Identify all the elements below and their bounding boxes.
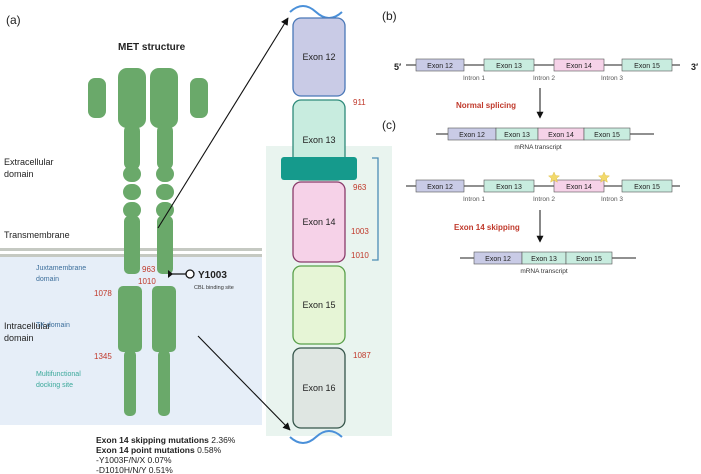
b-exon-15-label: Exon 15 xyxy=(634,63,660,70)
b-exon-12-label: Exon 12 xyxy=(427,63,453,70)
exon-12-box xyxy=(292,17,346,97)
c-mrna-exon-13-label: Exon 13 xyxy=(531,256,557,263)
exon-12-label: Exon 12 xyxy=(302,52,335,62)
mutation-star-icon xyxy=(547,171,561,183)
y1003-site-circle xyxy=(185,269,195,279)
y1003-pointer-head xyxy=(168,270,173,278)
tk-domain-label: TK domain xyxy=(36,322,70,329)
svg-text:Intracellular: Intracellular xyxy=(4,321,51,331)
met-receptor xyxy=(88,68,208,416)
b-exon-13-label: Exon 13 xyxy=(496,63,522,70)
b-mrna-exon-15-label: Exon 15 xyxy=(594,132,620,139)
panel-a-label: (a) xyxy=(6,13,21,27)
residue-1345: 1345 xyxy=(94,352,112,361)
docking-site-label: Multifunctional docking site xyxy=(36,371,81,389)
y1003-label: Y1003 xyxy=(198,270,227,281)
bottom-wave xyxy=(289,430,343,444)
svg-text:Intron 3: Intron 3 xyxy=(601,75,623,82)
exon-13-label: Exon 13 xyxy=(302,135,335,145)
c-exon-15-label: Exon 15 xyxy=(634,184,660,191)
b-intron-labels: Intron 1 Intron 2 Intron 3 xyxy=(463,75,623,82)
svg-text:domain: domain xyxy=(36,276,59,283)
normal-splicing-label: Normal splicing xyxy=(456,101,516,110)
transmembrane-band xyxy=(281,157,357,180)
number-1003: 1003 xyxy=(351,227,369,236)
mutation-line-2: Exon 14 point mutations 0.58% xyxy=(96,445,222,455)
exon-14-label: Exon 14 xyxy=(302,217,335,227)
c-intron-labels: Intron 1 Intron 2 Intron 3 xyxy=(463,196,623,203)
cbl-binding-site-label: CBL binding site xyxy=(194,285,234,291)
exon14-skipping-label: Exon 14 skipping xyxy=(454,223,520,232)
exon-14-box xyxy=(292,181,346,263)
b-mrna-label: mRNA transcript xyxy=(514,144,562,151)
b-exon-14-box xyxy=(553,58,605,72)
residue-1010: 1010 xyxy=(138,277,156,286)
b-exon-15-box xyxy=(621,58,673,72)
exon-15-label: Exon 15 xyxy=(302,300,335,310)
b-exon-13-box xyxy=(483,58,535,72)
c-mrna-label: mRNA transcript xyxy=(520,268,568,275)
c-mrna-exon-12-label: Exon 12 xyxy=(485,256,511,263)
svg-text:Multifunctional: Multifunctional xyxy=(36,371,81,378)
c-exon-13-label: Exon 13 xyxy=(496,184,522,191)
svg-text:docking site: docking site xyxy=(36,382,73,389)
svg-text:Intron 1: Intron 1 xyxy=(463,75,485,82)
b-exon-12-box xyxy=(415,58,465,72)
b-mrna-exon-14-label: Exon 14 xyxy=(548,132,574,139)
svg-text:domain: domain xyxy=(4,333,34,343)
five-prime-label: 5′ xyxy=(394,62,401,72)
b-mrna-exon-15 xyxy=(583,127,631,141)
svg-text:Intron 2: Intron 2 xyxy=(533,75,555,82)
number-1010: 1010 xyxy=(351,251,369,260)
exon-column-numbers: 911 963 1003 1010 1087 xyxy=(351,98,371,360)
mutation-star-icon xyxy=(597,171,611,183)
exon-15-box xyxy=(292,265,346,345)
residue-numbers: 963 1010 1078 1345 xyxy=(94,265,156,361)
c-exon-12-label: Exon 12 xyxy=(427,184,453,191)
c-exon-12-box xyxy=(415,179,465,193)
svg-text:Extracellular: Extracellular xyxy=(4,157,54,167)
intracellular-label: Intracellular domain xyxy=(4,321,51,343)
panel-c-label: (c) xyxy=(382,118,396,132)
svg-text:Intron 1: Intron 1 xyxy=(463,196,485,203)
exon-16-label: Exon 16 xyxy=(302,383,335,393)
c-exon-13-box xyxy=(483,179,535,193)
exon-16-box xyxy=(292,347,346,429)
mutation-line-4: -D1010H/N/Y 0.51% xyxy=(96,465,173,474)
mutation-line-3: -Y1003F/N/X 0.07% xyxy=(96,455,172,465)
residue-963: 963 xyxy=(142,265,156,274)
zoom-arrow-bottom xyxy=(197,335,291,431)
residue-1078: 1078 xyxy=(94,289,112,298)
transmembrane-label: Transmembrane xyxy=(4,230,70,240)
top-wave xyxy=(289,5,343,19)
exon14-bracket xyxy=(372,157,379,261)
svg-text:Intron 2: Intron 2 xyxy=(533,196,555,203)
svg-text:domain: domain xyxy=(4,169,34,179)
extracellular-label: Extracellular domain xyxy=(4,157,54,179)
number-963: 963 xyxy=(353,183,367,192)
c-mrna-exon-15-label: Exon 15 xyxy=(576,256,602,263)
svg-text:Juxtamembrane: Juxtamembrane xyxy=(36,265,86,272)
b-mrna-exon-12-label: Exon 12 xyxy=(459,132,485,139)
c-exon-15-box xyxy=(621,179,673,193)
svg-text:Intron 3: Intron 3 xyxy=(601,196,623,203)
number-911: 911 xyxy=(353,98,366,107)
c-exon-14-label: Exon 14 xyxy=(566,184,592,191)
three-prime-label: 3′ xyxy=(691,62,698,72)
mutation-line-1: Exon 14 skipping mutations 2.36% xyxy=(96,435,236,445)
b-exon-14-label: Exon 14 xyxy=(566,63,592,70)
zoom-arrow-top xyxy=(157,17,289,229)
number-1087: 1087 xyxy=(353,351,371,360)
juxtamembrane-label: Juxtamembrane domain xyxy=(36,265,86,283)
c-mrna-exon-15 xyxy=(565,251,613,265)
panel-b-label: (b) xyxy=(382,9,397,23)
c-exon-14-box xyxy=(553,179,605,193)
met-structure-title: MET structure xyxy=(118,42,186,53)
b-mrna-exon-13-label: Exon 13 xyxy=(504,132,530,139)
